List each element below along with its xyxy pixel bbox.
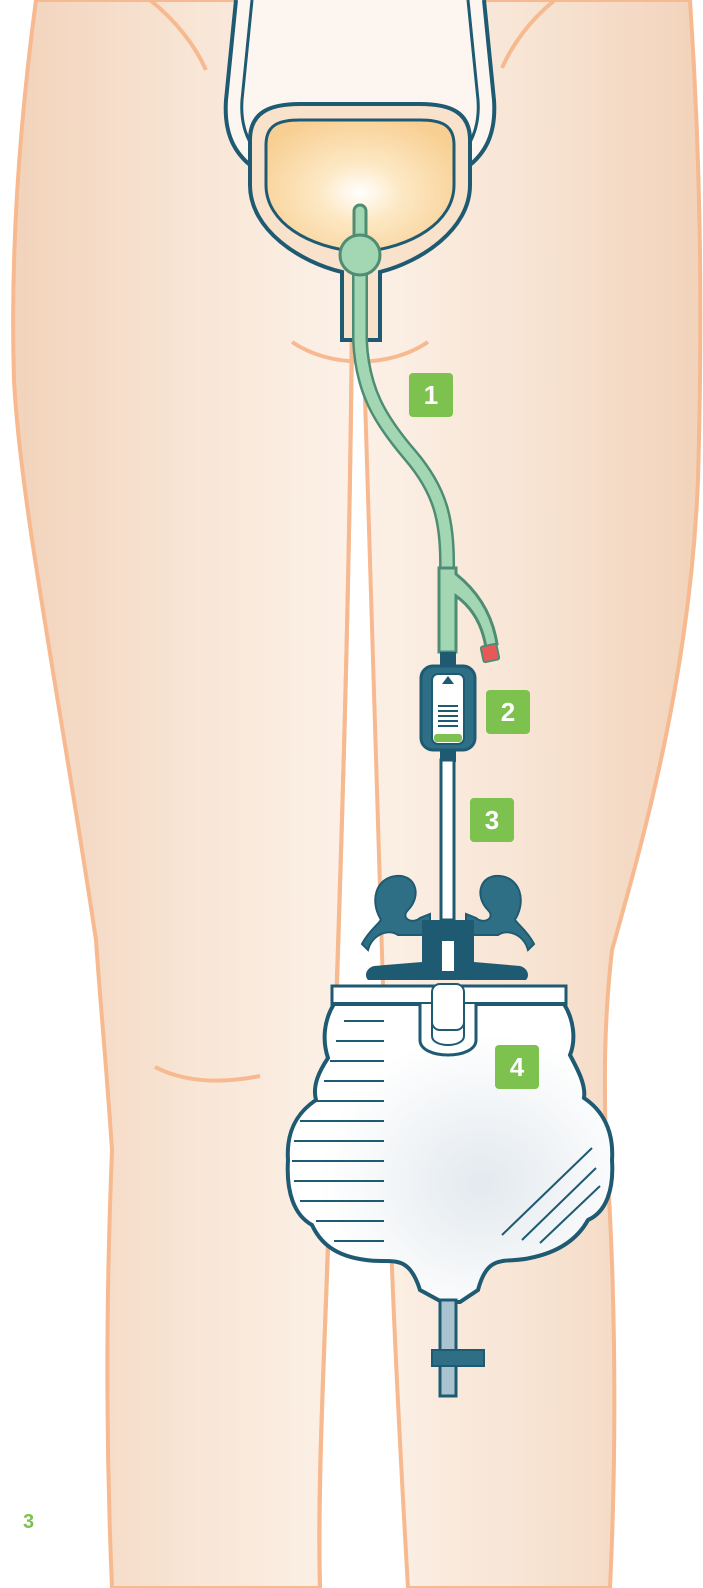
drainage-tube xyxy=(441,760,454,920)
label-badge-1: 1 xyxy=(409,373,453,417)
page-number: 3 xyxy=(23,1511,34,1534)
label-2-text: 2 xyxy=(486,690,530,734)
label-3-text: 3 xyxy=(470,798,514,842)
label-badge-2: 2 xyxy=(486,690,530,734)
valve-cap xyxy=(481,644,500,663)
label-badge-4: 4 xyxy=(495,1045,539,1089)
label-4-text: 4 xyxy=(495,1045,539,1089)
balloon xyxy=(340,235,380,275)
label-badge-3: 3 xyxy=(470,798,514,842)
outlet-tube xyxy=(440,1300,456,1396)
outlet-clamp xyxy=(432,1350,484,1366)
sampling-port xyxy=(421,652,475,762)
label-1-text: 1 xyxy=(409,373,453,417)
